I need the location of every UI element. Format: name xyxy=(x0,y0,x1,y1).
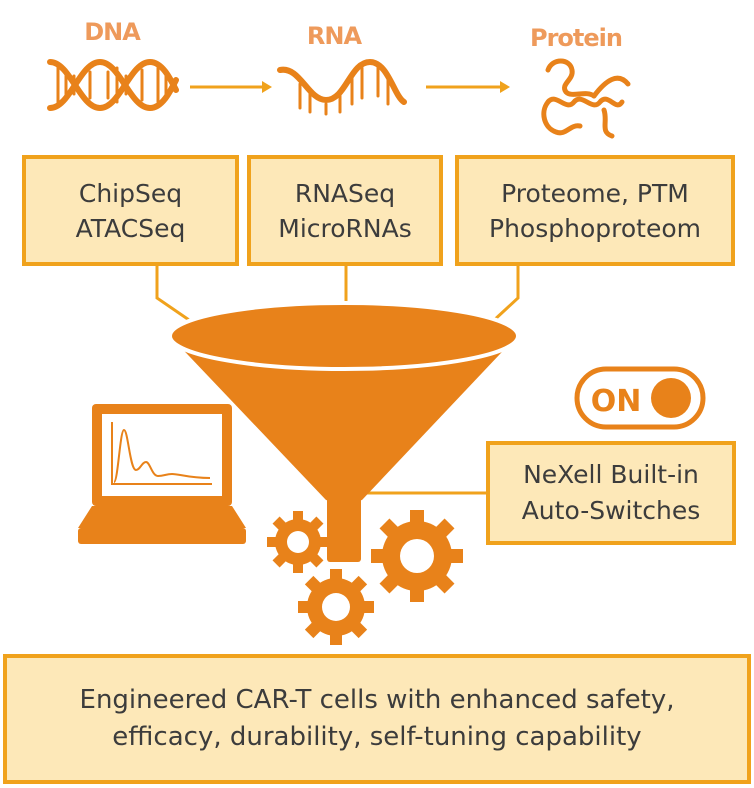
arrow-right-icon xyxy=(426,81,510,93)
result-box: Engineered CAR-T cells with enhanced saf… xyxy=(3,654,751,784)
dna-helix-icon xyxy=(47,58,179,112)
on-switch-icon: ON xyxy=(574,366,706,430)
gear-icon xyxy=(371,510,463,602)
protein-label: Protein xyxy=(530,24,623,52)
result-line: Engineered CAR-T cells with enhanced saf… xyxy=(79,685,675,715)
omics-box-proteome: Proteome, PTM Phosphoproteom xyxy=(455,155,735,266)
omics-line: MicroRNAs xyxy=(278,213,412,243)
omics-line: ATACSeq xyxy=(75,213,186,243)
gear-icon xyxy=(298,569,374,645)
omics-line: ChipSeq xyxy=(78,178,183,208)
funnel-icon xyxy=(168,301,520,562)
auto-switch-box: NeXell Built-in Auto-Switches xyxy=(486,441,736,545)
omics-box-chromatin: ChipSeq ATACSeq xyxy=(22,155,239,266)
gear-icon xyxy=(267,511,329,573)
result-line: efficacy, durability, self-tuning capabi… xyxy=(112,722,642,752)
rna-strand-icon xyxy=(277,58,407,116)
omics-box-transcript: RNASeq MicroRNAs xyxy=(247,155,443,266)
protein-fold-icon xyxy=(541,58,631,139)
switch-line: Auto-Switches xyxy=(521,496,701,525)
switch-state-label: ON xyxy=(591,384,642,419)
rna-label: RNA xyxy=(306,22,362,50)
laptop-chart-icon xyxy=(78,404,246,544)
omics-line: RNASeq xyxy=(294,178,396,208)
arrow-right-icon xyxy=(190,81,272,93)
omics-line: Proteome, PTM xyxy=(501,178,689,208)
switch-line: NeXell Built-in xyxy=(523,460,699,489)
dna-label: DNA xyxy=(84,18,141,46)
omics-line: Phosphoproteom xyxy=(489,213,701,243)
